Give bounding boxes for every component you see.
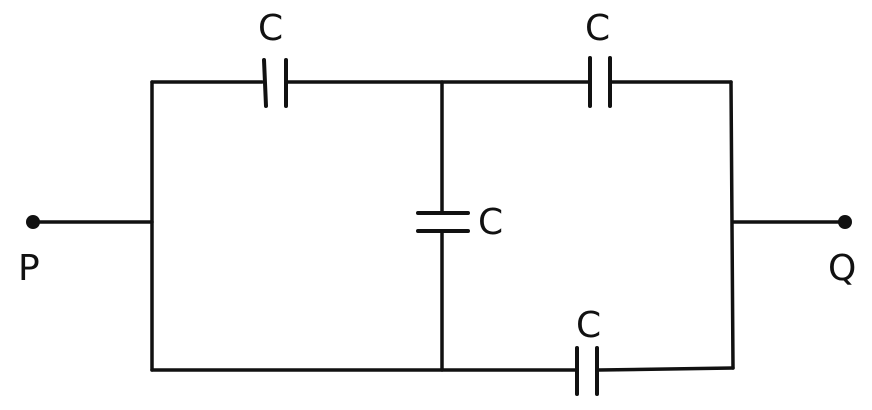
capacitor-top-right-label: C (585, 8, 610, 49)
wire-bottom-segment-2 (597, 366, 735, 372)
terminal-q-label: Q (828, 248, 856, 289)
terminal-p-dot (26, 215, 40, 229)
terminal-p-label: P (18, 248, 40, 289)
capacitor-top-left-plate-1 (262, 58, 268, 108)
wire-right-rail (729, 80, 735, 370)
capacitor-bottom-right-label: C (576, 305, 601, 346)
capacitor-middle-label: C (478, 202, 503, 243)
terminal-q-dot (838, 215, 852, 229)
capacitor-top-left-label: C (258, 8, 283, 49)
